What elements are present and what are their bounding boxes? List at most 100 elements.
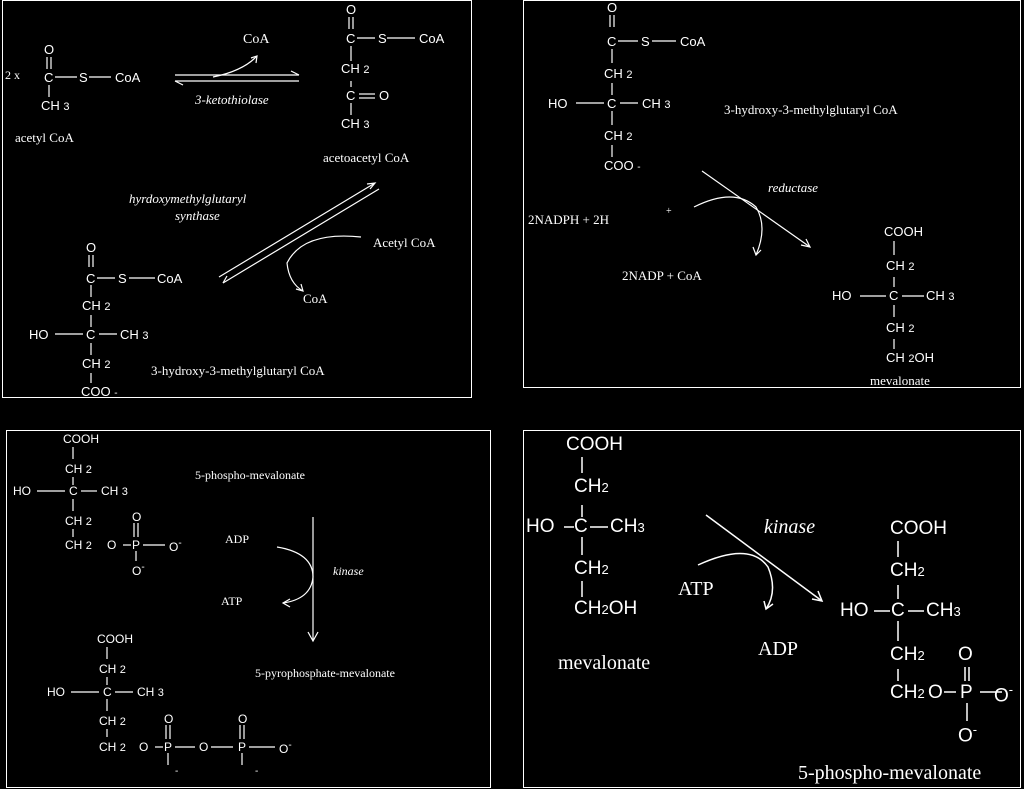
atom-p: P (238, 740, 247, 754)
phospho-mevalonate-label: 5-phospho-mevalonate (195, 468, 305, 482)
atom-o: O- (132, 562, 145, 578)
methylene-group: CH2 (890, 644, 925, 665)
methyl-group: CH 3 (101, 484, 128, 498)
atom-o: O (238, 712, 248, 726)
methylene-group: CH 2 (886, 320, 915, 335)
carboxyl-group: COOH (566, 434, 623, 455)
proton-charge: + (666, 206, 672, 217)
atom-p: P (960, 682, 973, 703)
atp-input: ATP (678, 578, 714, 600)
atom-o: O (44, 42, 55, 57)
methylene-group: CH 2 (82, 298, 111, 313)
enzyme-kinase: kinase (764, 516, 816, 538)
panel-phosphorylation: COOH CH2 HO C CH3 CH2 CH2OH mevalonate k… (523, 430, 1021, 788)
atom-s: S (118, 271, 127, 286)
atom-o: O (379, 88, 390, 103)
atom-c: C (86, 327, 96, 342)
methylene-group: CH 2 (886, 258, 915, 273)
panel3-bonds (37, 447, 319, 765)
methyl-group: CH 3 (926, 288, 955, 303)
methylene-group: CH 2 (99, 662, 126, 676)
enzyme-ketothiolase: 3-ketothiolase (195, 92, 269, 107)
hydroxyl-group: HO (840, 600, 869, 621)
atom-o: O (139, 740, 149, 754)
atom-c: C (103, 685, 112, 699)
panel2-bonds (576, 15, 924, 349)
atp-output: ATP (221, 594, 243, 608)
carboxyl-group: COOH (884, 224, 923, 239)
atom-p: P (164, 740, 173, 754)
methyl-group: CH 3 (642, 96, 671, 111)
charge-minus: - (175, 766, 179, 777)
atom-o: O- (958, 722, 978, 747)
enzyme-reductase: reductase (768, 180, 819, 195)
atom-o: O- (279, 740, 292, 756)
carboxyl-group: COOH (63, 432, 99, 446)
hydroxyl-group: HO (526, 516, 555, 537)
hmg-coa-label: 3-hydroxy-3-methylglutaryl CoA (724, 102, 898, 117)
methylene-group: CH 2 (82, 356, 111, 371)
phospho-mevalonate-label: 5-phospho-mevalonate (798, 762, 982, 784)
atom-o: O (958, 644, 973, 665)
methylene-group: CH 2 (99, 714, 126, 728)
hydroxyl-group: HO (548, 96, 568, 111)
carboxylate-group: COO - (81, 384, 118, 399)
methylene-phosphate: CH 2 (65, 538, 92, 552)
atom-c: C (44, 70, 54, 85)
atom-c: C (346, 88, 356, 103)
atom-o: O (107, 538, 117, 552)
panel4-bonds (564, 457, 1002, 721)
atom-p: P (132, 538, 141, 552)
panel-pyrophosphate-kinase: COOH CH 2 HO C CH 3 CH 2 CH 2 O P O O- O… (6, 430, 491, 788)
atom-c: C (346, 31, 356, 46)
acetyl-coa-label: acetyl CoA (15, 130, 74, 145)
atom-o: O (346, 2, 357, 17)
panel1-bonds (46, 17, 415, 383)
atom-c: C (607, 34, 617, 49)
methyl-group: CH 3 (120, 327, 149, 342)
nadph-input: 2NADPH + 2H (528, 212, 610, 227)
nadp-output: 2NADP + CoA (622, 268, 702, 283)
hmg-coa-label: 3-hydroxy-3-methylglutaryl CoA (151, 363, 325, 378)
enzyme-synthase-line2: synthase (175, 208, 220, 223)
atom-s: S (641, 34, 650, 49)
hydroxyl-group: HO (832, 288, 852, 303)
methylene-group: CH2 (890, 560, 925, 581)
atom-o: O- (994, 682, 1014, 707)
released-coa-label: CoA (243, 32, 270, 47)
methylene-group: CH 2 (604, 66, 633, 81)
mevalonate-label: mevalonate (870, 373, 930, 388)
atom-o: O (199, 740, 209, 754)
atom-s: S (378, 31, 387, 46)
atom-o: O (86, 240, 97, 255)
methylene-pyrophosphate: CH 2 (99, 740, 126, 754)
mevalonate-label: mevalonate (558, 652, 651, 674)
atom-o: O (928, 682, 943, 703)
atom-c: C (607, 96, 617, 111)
coa-group: CoA (680, 34, 706, 49)
carboxylate-group: COO - (604, 158, 641, 173)
coa-group: CoA (115, 70, 141, 85)
methyl-group: CH 3 (137, 685, 164, 699)
methylene-group: CH 2 (604, 128, 633, 143)
atom-c: C (891, 600, 905, 621)
carboxyl-group: COOH (97, 632, 133, 646)
hydroxymethyl-group: CH2OH (574, 598, 638, 619)
atom-o: O (132, 510, 142, 524)
adp-output: ADP (758, 638, 799, 660)
hydroxyl-group: HO (47, 685, 65, 699)
atom-o: O- (169, 538, 182, 554)
panel-ketothiolase-synthase: 2 x O C S CoA CH 3 acetyl CoA CoA 3-keto… (2, 0, 472, 399)
atom-c: C (69, 484, 78, 498)
pyrophosphate-mevalonate-label: 5-pyrophosphate-mevalonate (255, 666, 395, 680)
methyl-group: CH3 (610, 516, 645, 537)
methyl-group: CH 3 (341, 116, 370, 131)
methylene-group: CH 2 (65, 514, 92, 528)
acetyl-coa-input: Acetyl CoA (373, 235, 436, 250)
carboxyl-group: COOH (890, 518, 947, 539)
enzyme-kinase: kinase (333, 564, 364, 578)
hydroxyl-group: HO (29, 327, 49, 342)
atom-s: S (79, 70, 88, 85)
atom-c: C (574, 516, 588, 537)
methylene-phosphate: CH2 (890, 682, 925, 703)
